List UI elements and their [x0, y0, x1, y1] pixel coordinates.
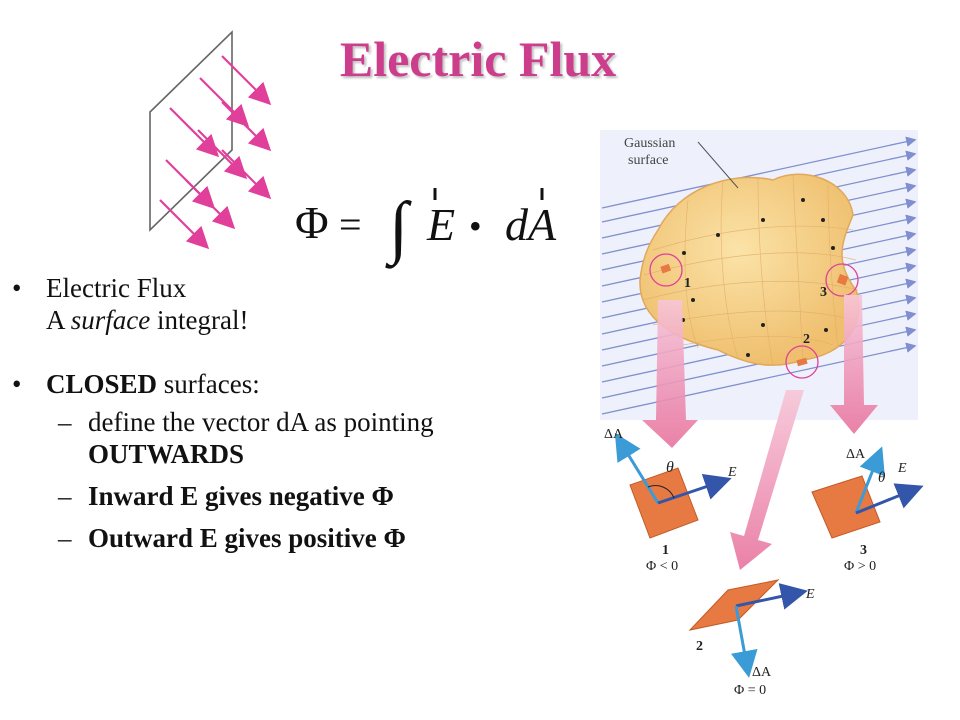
svg-text:1: 1 — [662, 543, 669, 558]
big-arrow-1 — [642, 300, 698, 448]
svg-text:E: E — [727, 465, 737, 480]
svg-text:θ: θ — [878, 470, 886, 486]
formula-integral: ∫ — [385, 189, 412, 269]
gaussian-surface-figure: Gaussian surface 1 2 3 θ ΔA E 1 Φ < 0 θ … — [600, 130, 924, 698]
svg-text:ΔA: ΔA — [846, 447, 866, 462]
panel-1: θ ΔA E 1 Φ < 0 — [604, 427, 737, 574]
svg-text:E: E — [805, 587, 815, 602]
patch-1-circle — [649, 253, 683, 287]
bullet-list: • Electric Flux A surface integral! • CL… — [12, 272, 572, 554]
bullet-line: Electric Flux — [46, 273, 187, 303]
bullet-closed-surfaces: • CLOSED surfaces: — [12, 369, 260, 399]
svg-text:ΔA: ΔA — [752, 665, 772, 680]
surface-dots — [681, 198, 835, 357]
subbullet-outwards: – define the vector dA as pointing OUTWA… — [58, 407, 434, 469]
svg-text:E: E — [897, 461, 907, 476]
svg-text:1: 1 — [684, 276, 691, 291]
patch-2-circle — [785, 345, 819, 379]
flat-surface — [149, 30, 233, 232]
svg-text:ΔA: ΔA — [604, 427, 624, 442]
svg-text:3: 3 — [820, 285, 827, 300]
big-arrow-2 — [730, 390, 804, 570]
slide-title: Electric Flux — [339, 31, 617, 87]
formula-E: E — [426, 199, 455, 250]
panel-2: E 2 ΔA Φ = 0 — [688, 579, 815, 698]
svg-text:Φ > 0: Φ > 0 — [844, 559, 876, 574]
formula-phi: Φ — [295, 197, 329, 248]
svg-text:3: 3 — [860, 543, 867, 558]
formula-equals: = — [339, 202, 362, 247]
svg-text:θ: θ — [666, 459, 674, 476]
svg-text:2: 2 — [803, 332, 810, 347]
subbullet-inward: – Inward E gives negative Φ — [58, 481, 394, 511]
gaussian-label-line2: surface — [628, 153, 668, 168]
big-arrow-3 — [830, 295, 878, 434]
formula-dA: dA — [505, 199, 557, 250]
panel-3: θ ΔA E 3 Φ > 0 — [811, 446, 924, 574]
formula-dot: • — [469, 206, 482, 246]
flux-formula: Φ = ∫ E • dA — [295, 188, 557, 269]
bullet-marker: • — [12, 369, 22, 399]
subbullet-outward: – Outward E gives positive Φ — [58, 523, 406, 553]
svg-text:Φ < 0: Φ < 0 — [646, 559, 678, 574]
bullet-electric-flux: • Electric Flux A surface integral! — [12, 272, 572, 336]
gaussian-label-line1: Gaussian — [624, 136, 675, 151]
plane-field-illustration — [149, 30, 272, 250]
bullet-marker: • — [12, 273, 22, 303]
bullet-line: A surface integral! — [46, 305, 249, 335]
patch-3-circle — [825, 263, 859, 297]
svg-text:Φ = 0: Φ = 0 — [734, 683, 766, 698]
svg-text:2: 2 — [696, 639, 703, 654]
